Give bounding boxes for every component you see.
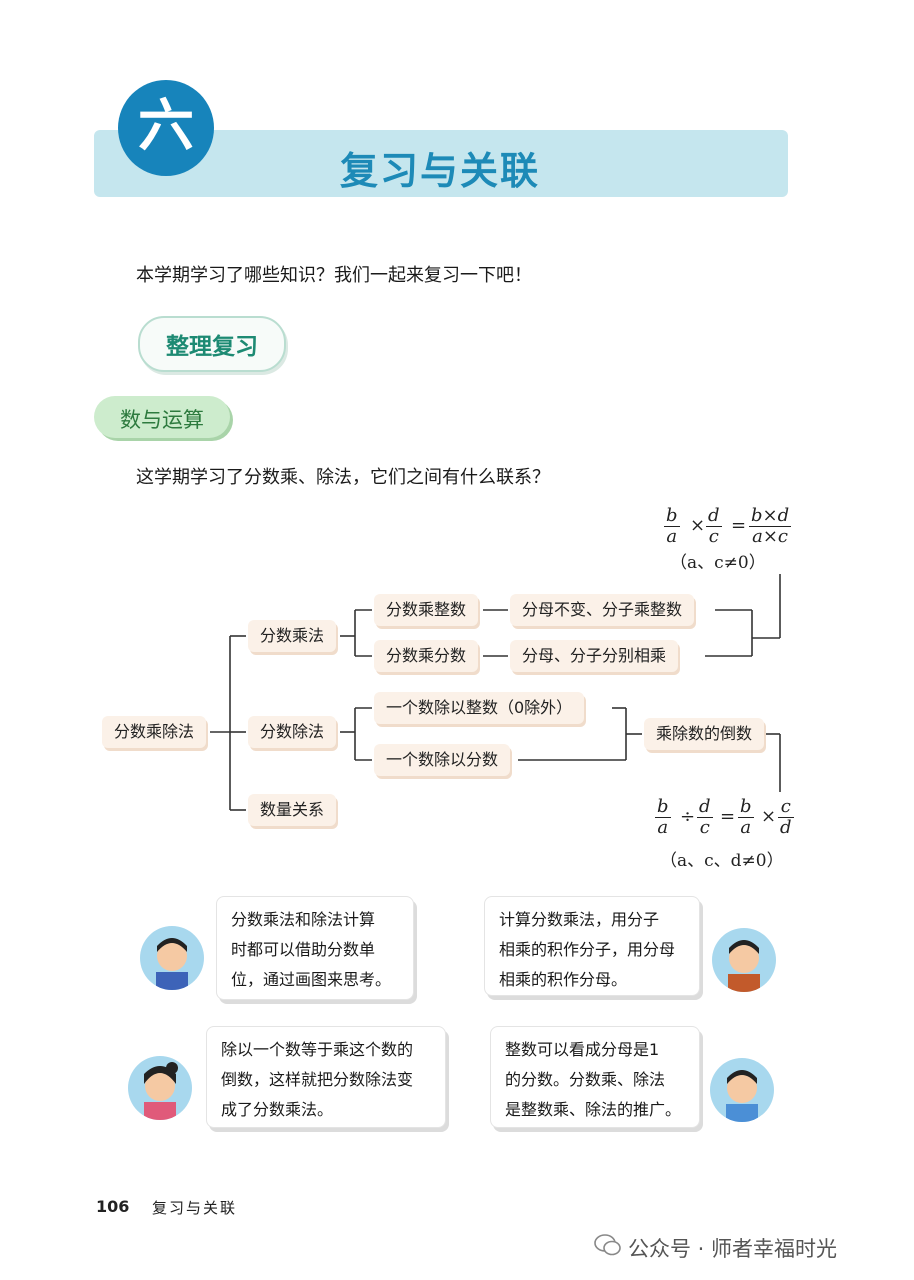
wechat-icon (594, 1234, 621, 1256)
review-label: 整理复习 (166, 334, 258, 360)
bubble-3-line-1: 除以一个数等于乘这个数的 (221, 1040, 414, 1059)
avatar-boy-3 (710, 1058, 774, 1122)
node-div-integer: 一个数除以整数（0除外） (374, 692, 585, 724)
node-mult-fraction: 分数乘分数 (374, 640, 479, 672)
node-divide: 分数除法 (248, 716, 337, 748)
formula-mult-times: × (690, 515, 706, 536)
section-badge (94, 396, 230, 438)
node-div-fraction: 一个数除以分数 (374, 744, 511, 776)
intro-text: 本学期学习了哪些知识？我们一起来复习一下吧！ (136, 265, 532, 286)
bubble-2-line-1: 计算分数乘法，用分子 (499, 910, 660, 929)
node-div-rule: 乘除数的倒数 (644, 718, 765, 750)
bubble-4-line-1: 整数可以看成分母是1 (505, 1040, 660, 1059)
node-root: 分数乘除法 (102, 716, 207, 748)
section-label: 数与运算 (120, 408, 204, 432)
formula-div-condition: （a、c、d≠0） (660, 851, 784, 871)
bubble-2-line-3: 相乘的积作分母。 (499, 970, 628, 989)
bubble-3-line-3: 成了分数乘法。 (221, 1100, 334, 1119)
formula-div-eq: = (720, 806, 736, 827)
footer-title: 复习与关联 (152, 1199, 238, 1217)
bubble-1: 分数乘法和除法计算 时都可以借助分数单 位，通过画图来思考。 (216, 896, 414, 1000)
node-rule-fraction: 分母、分子分别相乘 (510, 640, 679, 672)
avatar-boy-2 (712, 928, 776, 992)
bubble-3: 除以一个数等于乘这个数的 倒数，这样就把分数除法变 成了分数乘法。 (206, 1026, 446, 1128)
node-rule-integer: 分母不变、分子乘整数 (510, 594, 695, 626)
bubble-1-line-3: 位，通过画图来思考。 (231, 970, 392, 989)
bubble-4-line-3: 是整数乘、除法的推广。 (505, 1100, 682, 1119)
avatar-boy-1 (140, 926, 204, 990)
node-multiply: 分数乘法 (248, 620, 337, 652)
bubble-1-line-2: 时都可以借助分数单 (231, 940, 376, 959)
bubble-3-line-2: 倒数，这样就把分数除法变 (221, 1070, 414, 1089)
formula-mult-condition: （a、c≠0） (670, 553, 766, 573)
formula-div-times: × (761, 806, 777, 827)
avatar-girl (128, 1056, 192, 1120)
bubble-1-line-1: 分数乘法和除法计算 (231, 910, 376, 929)
formula-div-divide: ÷ (680, 806, 696, 827)
page-number: 106 (96, 1197, 130, 1216)
node-quantity: 数量关系 (248, 794, 337, 826)
question-text: 这学期学习了分数乘、除法，它们之间有什么联系？ (136, 467, 550, 488)
bubble-2-line-2: 相乘的积作分子，用分母 (499, 940, 676, 959)
node-mult-integer: 分数乘整数 (374, 594, 479, 626)
formula-mult-eq: = (731, 515, 747, 536)
watermark: 公众号 · 师者幸福时光 (628, 1237, 838, 1261)
bubble-2: 计算分数乘法，用分子 相乘的积作分子，用分母 相乘的积作分母。 (484, 896, 700, 996)
bubble-4: 整数可以看成分母是1 的分数。分数乘、除法 是整数乘、除法的推广。 (490, 1026, 700, 1128)
bubble-4-line-2: 的分数。分数乘、除法 (505, 1070, 666, 1089)
chapter-circle (118, 80, 214, 176)
chapter-title: 复习与关联 (340, 149, 541, 193)
review-badge (138, 316, 286, 372)
chapter-number: 六 (138, 94, 194, 159)
